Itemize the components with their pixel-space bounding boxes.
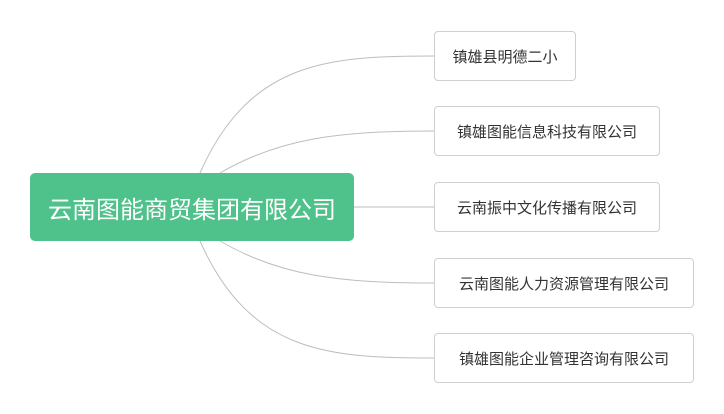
child-node-label: 镇雄县明德二小 [452,47,558,66]
child-node-label: 云南图能人力资源管理有限公司 [458,274,669,293]
root-node-label: 云南图能商贸集团有限公司 [48,195,336,224]
child-node-label: 镇雄图能企业管理咨询有限公司 [458,349,669,368]
child-node-2[interactable]: 镇雄图能信息科技有限公司 [434,106,660,156]
connector-line-1 [199,55,435,174]
child-node-label: 云南振中文化传播有限公司 [456,198,637,217]
connector-line-2 [219,130,435,174]
child-node-5[interactable]: 镇雄图能企业管理咨询有限公司 [434,333,694,383]
child-node-label: 镇雄图能信息科技有限公司 [456,122,637,141]
child-node-4[interactable]: 云南图能人力资源管理有限公司 [434,258,694,308]
connector-line-4 [219,240,435,284]
root-node[interactable]: 云南图能商贸集团有限公司 [30,173,354,241]
child-node-1[interactable]: 镇雄县明德二小 [434,31,576,81]
child-node-3[interactable]: 云南振中文化传播有限公司 [434,182,660,232]
connector-line-5 [199,240,435,359]
